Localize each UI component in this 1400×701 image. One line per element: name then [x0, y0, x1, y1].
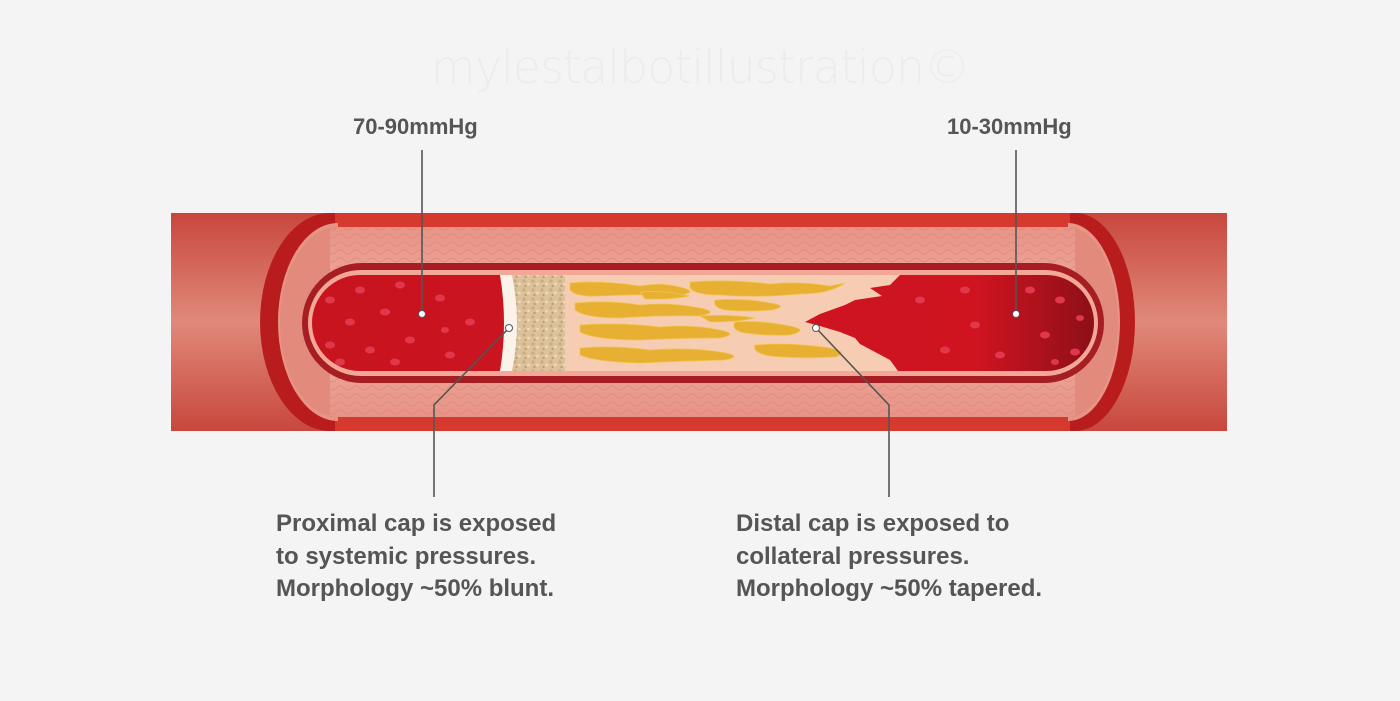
proximal-cap-dot — [505, 324, 513, 332]
proximal-caption-line-2: to systemic pressures. — [276, 542, 537, 570]
proximal-cap-caption: Proximal cap is exposed to systemic pres… — [276, 508, 556, 606]
distal-caption-line-3: Morphology ~50% tapered. — [736, 575, 1043, 602]
proximal-cap-leader — [433, 327, 510, 497]
proximal-caption-line-1: Proximal cap is exposed — [276, 510, 557, 537]
pointer-dots — [418, 310, 1020, 332]
distal-blood-cells — [915, 286, 1084, 365]
proximal-cap-edge — [500, 275, 517, 371]
proximal-caption-line-3: Morphology ~50% blunt. — [276, 575, 555, 602]
lumen-contents — [312, 275, 1094, 371]
proximal-blood-cells — [325, 281, 475, 366]
watermark: mylestalbotillustration© — [430, 40, 970, 94]
distal-cap-dot — [812, 324, 820, 332]
distal-cap-leader — [815, 327, 890, 497]
proximal-pressure-dot — [418, 310, 426, 318]
distal-caption-line-2: collateral pressures. — [736, 542, 970, 570]
distal-caption-line-1: Distal cap is exposed to — [736, 510, 1010, 537]
distal-cap-caption: Distal cap is exposed to collateral pres… — [736, 508, 1042, 606]
distal-pressure-label: 10-30mmHg — [947, 114, 1072, 139]
proximal-pressure-label: 70-90mmHg — [353, 114, 478, 139]
leader-lines — [421, 150, 1017, 497]
lipid-streaks — [569, 280, 846, 364]
distal-pressure-dot — [1012, 310, 1020, 318]
